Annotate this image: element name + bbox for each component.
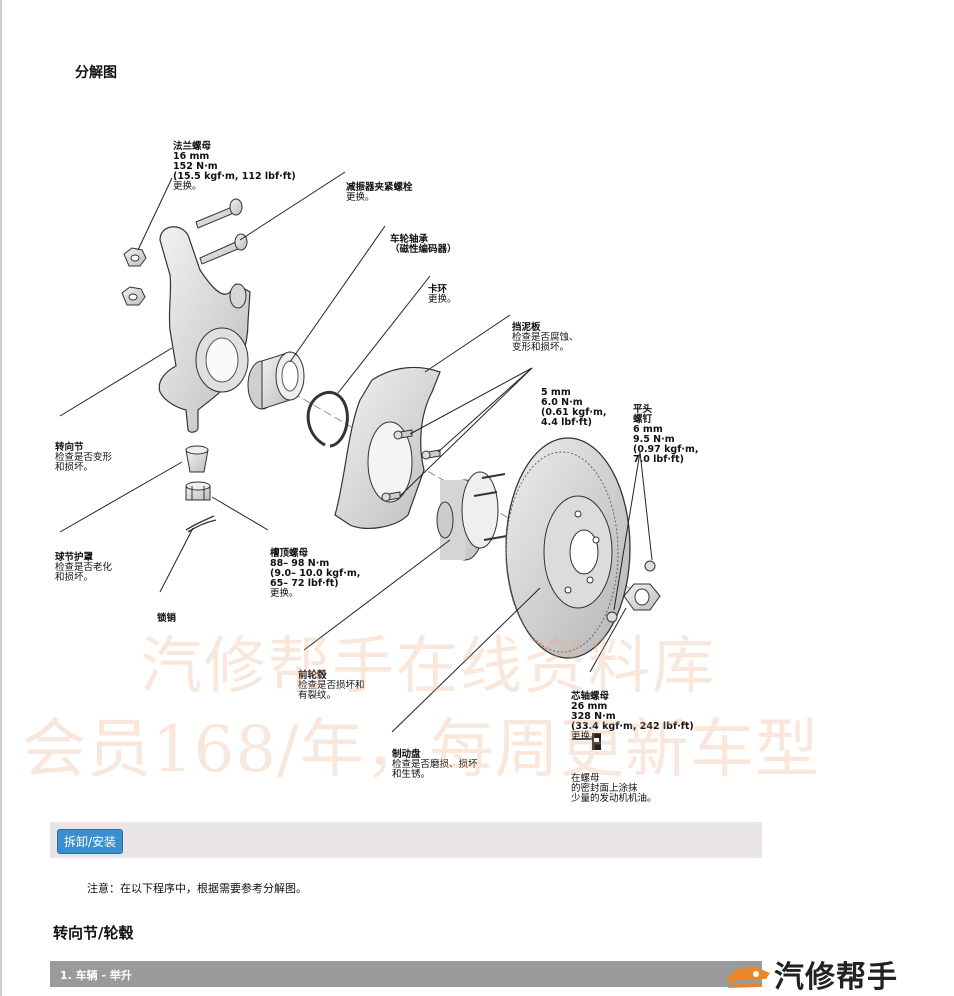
brake-disc [505, 437, 631, 659]
flat-screw-b [644, 560, 656, 572]
pinch-bolt-upper [195, 198, 243, 229]
section-title: 分解图 [75, 65, 117, 81]
exploded-view-diagram [59, 171, 661, 750]
callout-disc: 制动盘检查是否磨损、损坏和生锈。 [392, 749, 478, 780]
tab-remove-install[interactable]: 拆卸/安装 [57, 829, 124, 854]
bolt-5mm-a [393, 429, 413, 440]
cotter-pin [185, 515, 217, 533]
flange-nut-upper [123, 247, 147, 267]
splash-guard [334, 366, 441, 530]
bolt-5mm-b [421, 449, 441, 460]
callout-snap-ring: 卡环更换。 [428, 284, 457, 305]
note-text: 注意：在以下程序中，根据需要参考分解图。 [87, 882, 307, 895]
brand-logo: 汽修帮手 [722, 952, 898, 996]
callout-cotter-pin: 锁销 [157, 613, 177, 624]
callout-splash-guard: 挡泥板检查是否腐蚀、变形和损坏。 [512, 322, 579, 353]
callout-oil-note: 在螺母的密封面上涂抹少量的发动机机油。 [571, 773, 657, 804]
step-bar: 1. 车辆 - 举升 [50, 961, 762, 987]
steering-knuckle [158, 226, 251, 433]
logo-text: 汽修帮手 [774, 960, 898, 995]
pinch-bolt-lower [199, 233, 248, 265]
front-hub [436, 471, 508, 561]
step-label: 1. 车辆 - 举升 [60, 969, 132, 982]
page-left-border [0, 0, 2, 996]
bolt-5mm-c [381, 491, 401, 502]
leader-lines [59, 171, 653, 733]
procedure-heading: 转向节/轮毂 [53, 924, 134, 942]
ball-joint-boot [185, 445, 209, 473]
flat-screw-a [606, 611, 618, 623]
wheel-bearing [247, 351, 305, 410]
spindle-nut [623, 583, 661, 611]
callout-damper-bolt: 减振器夹紧螺栓更换。 [346, 182, 413, 203]
castle-nut [185, 481, 211, 501]
flange-nut-lower [121, 286, 146, 306]
procedure-bar [50, 822, 762, 858]
oil-can-icon [572, 733, 601, 750]
callout-hub: 前轮毂检查是否损坏和有裂纹。 [298, 670, 365, 701]
callout-boot: 球节护罩检查是否老化和损坏。 [55, 552, 113, 583]
callout-knuckle: 转向节检查是否变形和损坏。 [55, 442, 113, 473]
callout-wheel-bearing: 车轮轴承（磁性编码器） [390, 234, 457, 255]
car-logo-icon [726, 967, 770, 988]
snap-ring [306, 390, 349, 448]
